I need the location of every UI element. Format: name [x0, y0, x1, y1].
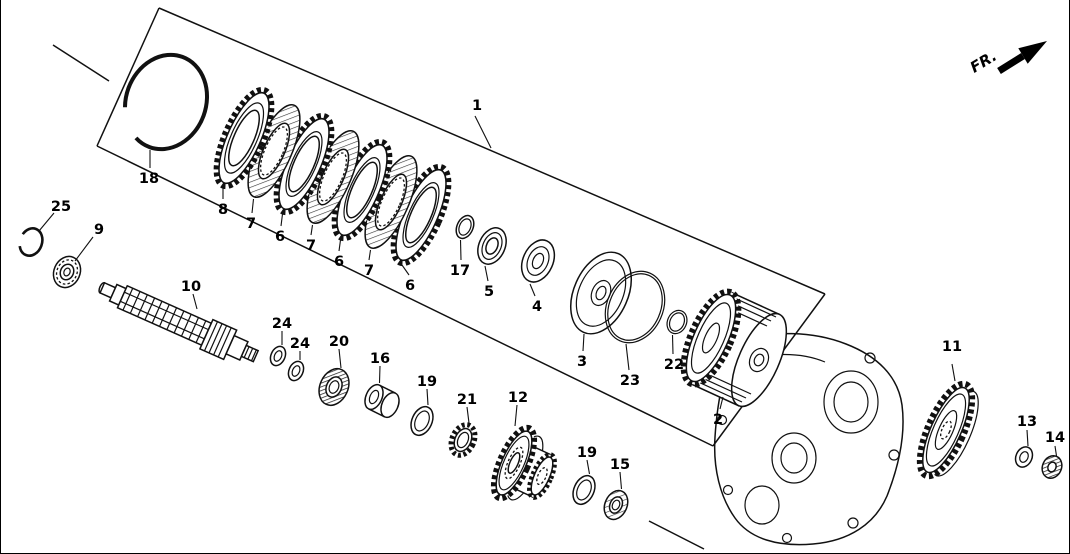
part-4-clutch-spring — [520, 239, 556, 283]
callout-6: 6 — [275, 229, 285, 245]
part-6-clutch-plate — [390, 163, 452, 267]
leader-lines — [38, 115, 1058, 490]
callout-21: 21 — [457, 392, 477, 408]
leader-line — [625, 343, 630, 371]
leader-line — [280, 213, 284, 227]
callout-22: 22 — [664, 357, 684, 373]
leader-line — [484, 265, 489, 282]
callout-10: 10 — [181, 279, 201, 295]
callout-14: 14 — [1045, 430, 1065, 446]
leader-line — [74, 236, 94, 262]
part-14-lock-nut — [1041, 455, 1063, 479]
callout-24: 24 — [272, 316, 292, 332]
leader-line — [368, 249, 372, 261]
part-22-o-ring — [666, 309, 688, 335]
leader-line — [582, 333, 585, 352]
leader-line — [192, 293, 198, 310]
fr-label: FR. — [967, 47, 1000, 77]
callout-20: 20 — [329, 334, 349, 350]
part-8-clutch-end-plate — [213, 86, 275, 190]
part-18-snap-ring — [122, 52, 210, 152]
callout-19: 19 — [577, 445, 597, 461]
callout-1: 1 — [472, 98, 482, 114]
part-19-thrust-washer — [410, 405, 434, 437]
callout-17: 17 — [450, 263, 470, 279]
part-7-clutch-disc — [306, 130, 360, 224]
part-19-thrust-washer — [572, 474, 596, 506]
part-12-gear — [490, 424, 557, 502]
leader-line — [619, 471, 623, 490]
part-11-gear — [916, 380, 979, 480]
part-6-clutch-plate — [273, 112, 335, 216]
part-23-o-ring — [604, 270, 666, 344]
part-17-ring — [455, 214, 475, 240]
leader-line — [719, 396, 724, 410]
break-line-top-left — [52, 44, 110, 82]
fr-direction-arrow: FR. — [967, 41, 1047, 77]
leader-line — [251, 198, 255, 214]
leader-line — [38, 212, 55, 232]
part-7-clutch-disc — [364, 155, 418, 249]
callout-19: 19 — [417, 374, 437, 390]
callout-4: 4 — [532, 299, 542, 315]
part-3-clutch-piston — [570, 251, 632, 335]
arrowhead-icon — [1018, 41, 1047, 64]
callout-2: 2 — [713, 412, 723, 428]
leader-line — [466, 406, 470, 424]
leader-line — [514, 404, 518, 427]
callout-24: 24 — [290, 336, 310, 352]
leader-line — [338, 239, 342, 252]
callout-25: 25 — [51, 199, 71, 215]
leader-line — [426, 388, 429, 406]
leader-line — [474, 115, 492, 149]
part-5-spring-retainer — [477, 227, 507, 265]
part-21-needle-bearing — [448, 422, 478, 458]
callout-7: 7 — [306, 238, 316, 254]
leader-line — [586, 459, 591, 475]
leader-line — [671, 334, 674, 355]
callout-13: 13 — [1017, 414, 1037, 430]
part-15-lock-washer — [603, 489, 629, 521]
callout-8: 8 — [218, 202, 228, 218]
callout-16: 16 — [370, 351, 390, 367]
part-9-ball-bearing — [52, 255, 82, 289]
part-20-bearing — [318, 367, 350, 407]
leader-line — [529, 283, 536, 297]
callout-11: 11 — [942, 339, 962, 355]
callout-labels: 1 2 3 4 5 6 6 6 7 7 7 8 9 10 11 12 13 14… — [51, 98, 1065, 473]
callout-23: 23 — [620, 373, 640, 389]
leader-line — [338, 348, 342, 369]
leader-line — [378, 365, 381, 384]
callout-3: 3 — [577, 354, 587, 370]
callout-5: 5 — [484, 284, 494, 300]
part-24-washer — [269, 345, 287, 367]
callout-12: 12 — [508, 390, 528, 406]
leader-line — [1054, 445, 1058, 457]
callout-6: 6 — [334, 254, 344, 270]
leader-line — [1026, 429, 1029, 447]
part-25-snap-ring — [18, 227, 44, 257]
leader-line — [951, 363, 956, 382]
callout-18: 18 — [139, 171, 159, 187]
leader-line — [401, 264, 410, 276]
callout-7: 7 — [246, 216, 256, 232]
part-13-washer — [1014, 446, 1034, 468]
leader-line — [459, 239, 462, 261]
callout-15: 15 — [610, 457, 630, 473]
callout-9: 9 — [94, 222, 104, 238]
callout-6: 6 — [405, 278, 415, 294]
part-2-clutch-drum — [680, 288, 788, 408]
callout-7: 7 — [364, 263, 374, 279]
part-24-washer — [287, 360, 305, 382]
part-10-mainshaft — [98, 281, 260, 363]
part-6-clutch-plate — [331, 138, 393, 242]
break-line-bottom — [648, 520, 705, 550]
part-16-collar — [364, 383, 400, 419]
leader-line — [310, 224, 314, 236]
